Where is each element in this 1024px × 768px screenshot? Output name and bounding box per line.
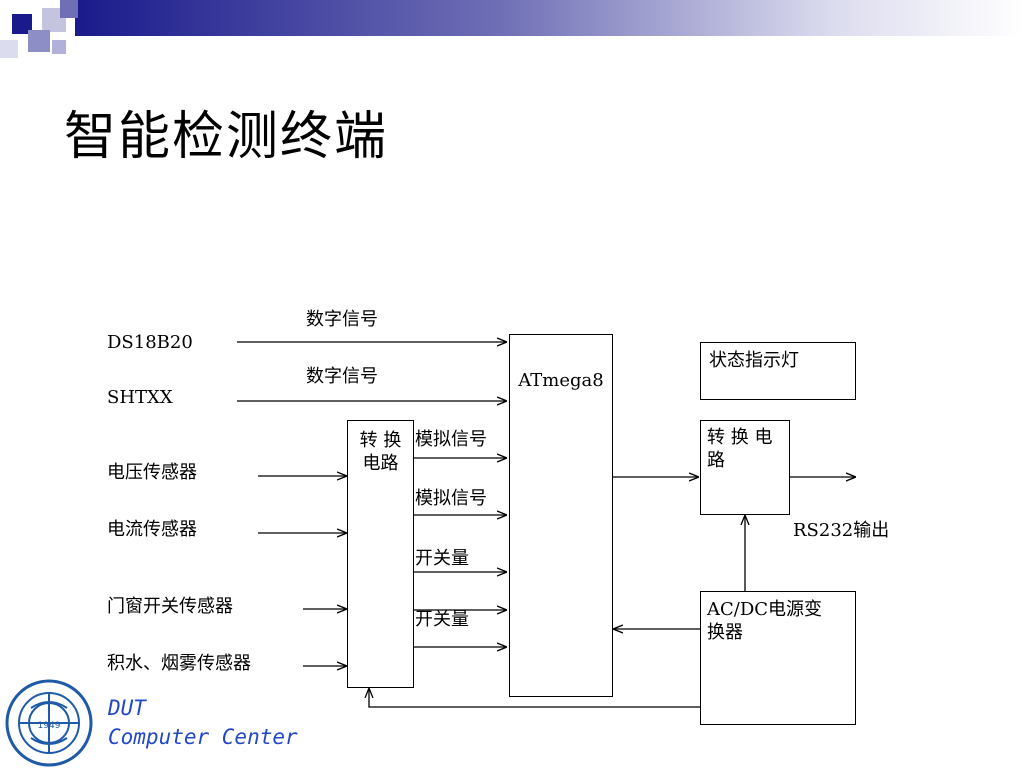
signal-switch-1: 开关量 (415, 548, 469, 569)
brand-line-1: DUT (108, 696, 146, 720)
power-converter-block: AC/DC电源变 换器 (700, 591, 856, 725)
sensor-current: 电流传感器 (107, 519, 197, 540)
logo-year: 1949 (38, 721, 61, 731)
mcu-label: ATmega8 (518, 370, 604, 391)
header-square (28, 30, 50, 52)
status-light-block: 状态指示灯 (700, 342, 856, 400)
signal-digital-1: 数字信号 (306, 309, 378, 330)
power-label-2: 换器 (707, 622, 743, 643)
power-label-1: AC/DC电源变 (707, 599, 823, 620)
dut-university-seal-icon: 1949 (5, 679, 93, 767)
brand-line-2: Computer Center (108, 725, 298, 749)
header-square (12, 14, 32, 34)
sensor-voltage: 电压传感器 (107, 462, 197, 483)
sensor-shtxx: SHTXX (107, 387, 173, 408)
sensor-water-smoke: 积水、烟雾传感器 (107, 653, 251, 674)
header-square (0, 40, 18, 58)
brand-text: DUT Computer Center (108, 694, 298, 752)
convert-circuit-left: 转 换 电路 (347, 420, 414, 688)
convert-right-label-2: 路 (707, 450, 725, 471)
convert-right-label-1: 转 换 电 (707, 427, 773, 448)
sensor-door-window: 门窗开关传感器 (107, 596, 233, 617)
signal-switch-2: 开关量 (415, 609, 469, 630)
convert-left-label-2: 电路 (362, 453, 399, 474)
signal-analog-1: 模拟信号 (415, 429, 487, 450)
convert-circuit-right: 转 换 电 路 (700, 420, 790, 515)
sensor-ds18b20: DS18B20 (107, 332, 193, 353)
header-band (0, 0, 1024, 62)
header-square (60, 0, 78, 18)
signal-digital-2: 数字信号 (306, 366, 378, 387)
rs232-output-label: RS232输出 (793, 520, 890, 541)
mcu-atmega8: ATmega8 (509, 334, 613, 697)
status-light-label: 状态指示灯 (709, 350, 799, 371)
convert-left-label-1: 转 换 (359, 430, 402, 451)
header-gradient (75, 0, 1024, 36)
page-title: 智能检测终端 (64, 107, 389, 167)
header-square (52, 40, 66, 54)
signal-analog-2: 模拟信号 (415, 488, 487, 509)
line-power-to-convert-left (369, 689, 716, 708)
